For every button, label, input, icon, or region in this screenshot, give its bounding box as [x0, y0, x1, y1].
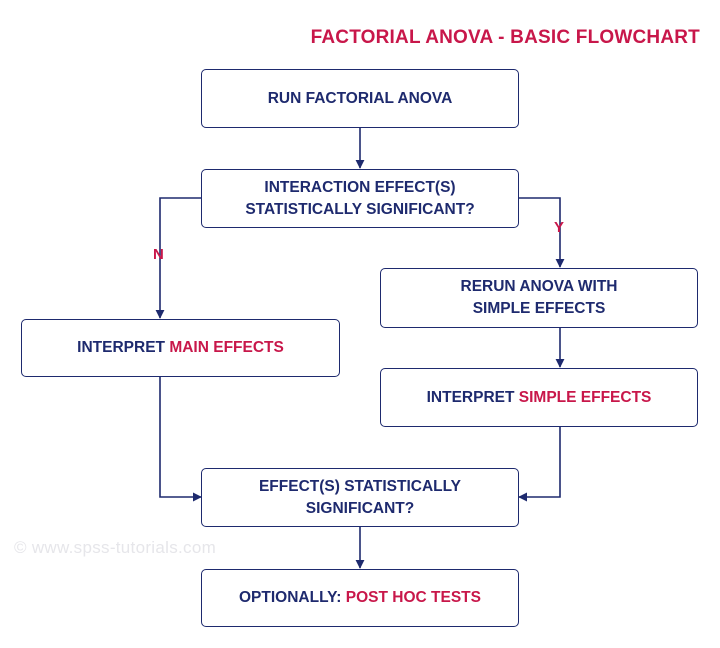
edge-main-to-sig [159, 377, 202, 502]
node-effects-sig-line1: EFFECT(S) STATISTICALLY [258, 477, 462, 495]
node-post-hoc-accent: POST HOC TESTS [345, 589, 481, 606]
node-rerun-line2: SIMPLE EFFECTS [472, 300, 606, 317]
node-interaction-significant: INTERACTION EFFECT(S) STATISTICALLY SIGN… [201, 169, 519, 228]
node-interaction-line2: STATISTICALLY SIGNIFICANT? [245, 200, 475, 218]
edge-interaction-yes [519, 197, 565, 268]
node-simple-effects-accent: SIMPLE EFFECTS [518, 388, 652, 406]
node-interpret-simple-effects: INTERPRET SIMPLE EFFECTS [380, 368, 698, 427]
node-run-factorial-anova: RUN FACTORIAL ANOVA [201, 69, 519, 128]
node-interaction-line1: INTERACTION EFFECT(S) [264, 178, 456, 196]
node-simple-effects-prefix: INTERPRET [426, 388, 519, 406]
edge-simple-to-sig [518, 427, 561, 502]
watermark: © www.spss-tutorials.com [14, 538, 217, 557]
edge-label-no: N [153, 246, 164, 263]
node-post-hoc-prefix: OPTIONALLY: [238, 589, 346, 606]
edge-label-yes: Y [554, 219, 565, 236]
node-post-hoc-tests: OPTIONALLY: POST HOC TESTS [201, 569, 519, 627]
edge-interaction-no [155, 197, 201, 319]
node-rerun-line1: RERUN ANOVA WITH [460, 278, 618, 295]
node-rerun-anova: RERUN ANOVA WITH SIMPLE EFFECTS [380, 268, 698, 328]
node-main-effects-prefix: INTERPRET [77, 339, 170, 356]
node-effects-significant: EFFECT(S) STATISTICALLY SIGNIFICANT? [201, 468, 519, 527]
node-main-effects-accent: MAIN EFFECTS [169, 339, 284, 356]
diagram-title: FACTORIAL ANOVA - BASIC FLOWCHART [310, 27, 700, 48]
node-interpret-main-effects: INTERPRET MAIN EFFECTS [21, 319, 340, 377]
node-effects-sig-line2: SIGNIFICANT? [305, 499, 415, 517]
node-run-factorial-anova-text: RUN FACTORIAL ANOVA [267, 89, 453, 107]
